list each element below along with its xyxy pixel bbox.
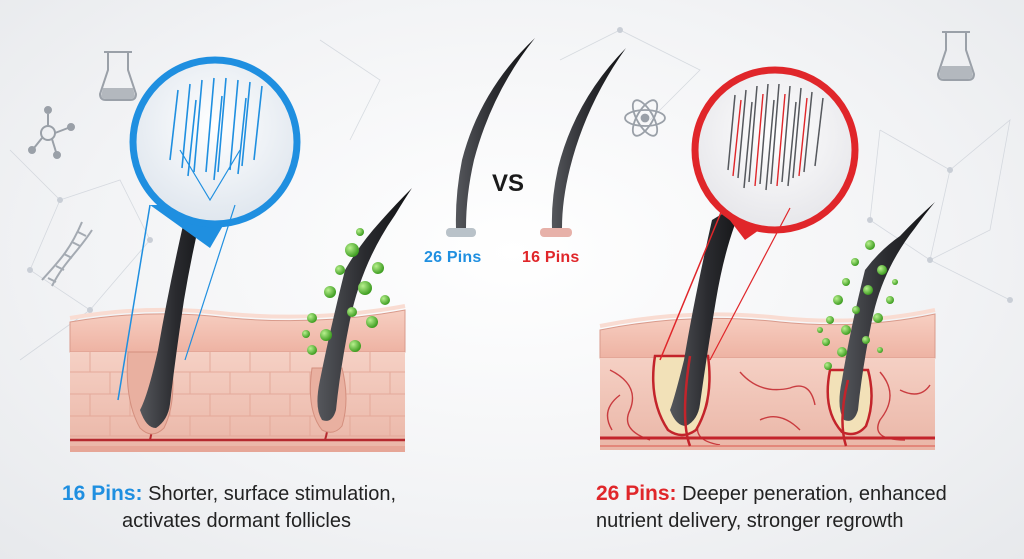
left-caption: 16 Pins: Shorter, surface stimulation, a… <box>62 480 482 535</box>
left-skin-block <box>69 304 406 452</box>
right-pin-count-label: 16 Pins <box>522 249 580 266</box>
background-nodes <box>27 27 1013 313</box>
flask-icon <box>936 31 976 81</box>
center-pin-left <box>446 38 535 237</box>
right-follicle-secondary <box>826 202 935 447</box>
left-follicle-secondary <box>309 188 412 433</box>
right-caption-line1: Deeper peneration, enhanced <box>682 483 947 505</box>
right-follicle-main <box>651 200 745 447</box>
right-magnifier-lens <box>659 66 859 361</box>
dna-icon <box>41 221 93 287</box>
background-network <box>9 29 1011 361</box>
right-caption: 26 Pins: Deeper peneration, enhanced nut… <box>596 480 1016 535</box>
left-follicle-main <box>126 106 287 435</box>
left-nutrient-particles <box>302 228 390 355</box>
right-nutrient-particles <box>817 240 898 370</box>
left-caption-line1: Shorter, surface stimulation, <box>148 483 396 505</box>
left-pin-count-label: 26 Pins <box>424 249 482 266</box>
left-magnifier-lens <box>117 56 301 401</box>
right-caption-lead: 26 Pins: <box>596 482 677 505</box>
center-pin-right <box>540 48 626 237</box>
molecule-icon <box>28 106 75 159</box>
right-skin-block <box>599 308 936 450</box>
vs-label: VS <box>492 170 525 197</box>
flask-icon <box>98 51 138 101</box>
left-caption-line2: activates dormant follicles <box>122 510 351 532</box>
right-caption-line2: nutrient delivery, stronger regrowth <box>596 510 904 532</box>
left-caption-lead: 16 Pins: <box>62 482 143 505</box>
atom-icon <box>624 99 666 137</box>
